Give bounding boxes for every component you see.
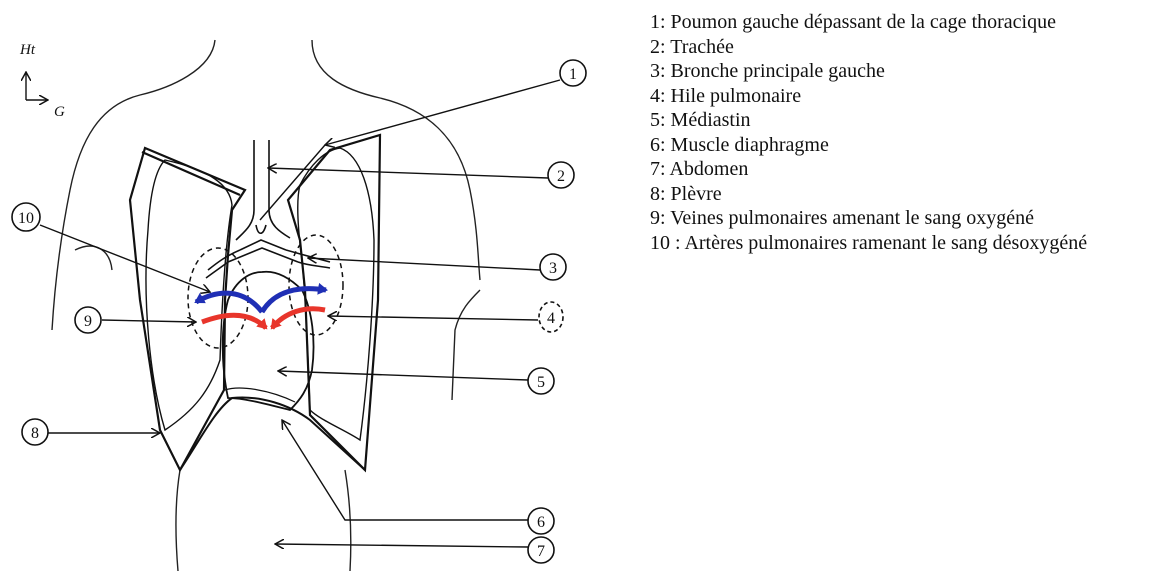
legend-item-4: 4: Hile pulmonaire: [650, 84, 1160, 109]
svg-text:6: 6: [537, 514, 545, 531]
orientation-right-label: G: [54, 104, 65, 120]
legend-item-10: 10 : Artères pulmonaires ramenant le san…: [650, 231, 1160, 256]
svg-text:10: 10: [18, 210, 34, 227]
svg-text:3: 3: [549, 260, 557, 277]
legend-item-9: 9: Veines pulmonaires amenant le sang ox…: [650, 206, 1160, 231]
thorax-diagram: Ht G 1 2 3 4 5 6: [0, 0, 640, 571]
legend-item-7: 7: Abdomen: [650, 157, 1160, 182]
svg-text:4: 4: [547, 310, 555, 327]
callout-7: 7: [528, 537, 554, 563]
legend-item-1: 1: Poumon gauche dépassant de la cage th…: [650, 10, 1160, 35]
orientation-marker: Ht G: [19, 42, 65, 120]
legend-item-2: 2: Trachée: [650, 35, 1160, 60]
callout-9: 9: [75, 307, 101, 333]
callout-4: 4: [539, 302, 563, 332]
diaphragm: [180, 397, 365, 470]
legend: 1: Poumon gauche dépassant de la cage th…: [650, 10, 1160, 255]
leader-lines: [40, 80, 560, 547]
legend-item-8: 8: Plèvre: [650, 182, 1160, 207]
orientation-up-label: Ht: [19, 42, 36, 58]
legend-item-3: 3: Bronche principale gauche: [650, 59, 1160, 84]
callout-3: 3: [540, 254, 566, 280]
callout-8: 8: [22, 419, 48, 445]
svg-text:7: 7: [537, 543, 545, 560]
svg-text:9: 9: [84, 313, 92, 330]
callout-6: 6: [528, 508, 554, 534]
legend-item-5: 5: Médiastin: [650, 108, 1160, 133]
callout-2: 2: [548, 162, 574, 188]
svg-text:5: 5: [537, 374, 545, 391]
callout-10: 10: [12, 203, 40, 231]
pulmonary-vein-left: [272, 309, 325, 328]
svg-text:1: 1: [569, 66, 577, 83]
callout-1: 1: [560, 60, 586, 86]
svg-text:2: 2: [557, 168, 565, 185]
legend-item-6: 6: Muscle diaphragme: [650, 133, 1160, 158]
svg-text:8: 8: [31, 425, 39, 442]
callout-5: 5: [528, 368, 554, 394]
pulmonary-vein-right: [202, 315, 266, 328]
left-lung: [298, 148, 374, 440]
